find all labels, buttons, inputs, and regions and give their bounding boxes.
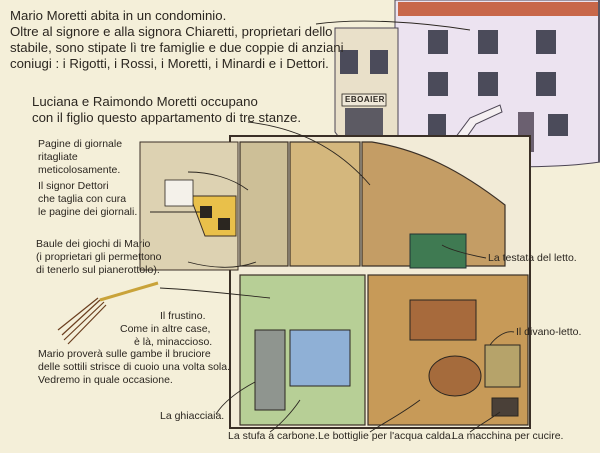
apartment-line-1: Luciana e Raimondo Moretti occupano [32, 94, 258, 109]
label-signor-dettori: Il signor Dettori che taglia con cura le… [38, 180, 137, 219]
label-mario-line-1: Mario proverà sulle gambe il bruciore [38, 348, 211, 360]
stove [254, 329, 286, 411]
label-baule-line-2: (i proprietari gli permettono [36, 251, 162, 263]
label-frustino-line-2: Come in altre case, [120, 323, 211, 335]
label-dettori-line-1: Il signor Dettori [38, 180, 109, 192]
label-testata-letto: La testata del letto. [488, 252, 577, 264]
leader-lines [150, 20, 515, 433]
label-pagine-line-3: meticolosamente. [38, 164, 121, 176]
label-dettori-line-2: che taglia con cura [38, 193, 127, 205]
label-frustino-line-3: è là, minaccioso. [134, 336, 213, 348]
intro-paragraph: Mario Moretti abita in un condominio. Ol… [10, 8, 390, 72]
label-frustino: Il frustino. Come in altre case, è là, m… [120, 310, 240, 349]
sewing-machine [491, 397, 519, 417]
whip [57, 281, 159, 345]
dining-table [409, 299, 477, 341]
shop-sign [341, 93, 387, 107]
label-ghiacciaia: La ghiacciaia. [160, 410, 225, 422]
intro-line-3: stabile, sono stipate lì tre famiglie e … [10, 40, 344, 55]
apartment-cross-section [139, 135, 531, 429]
kitchen-table [289, 329, 351, 387]
label-baule-line-3: di tenerlo sul pianerottolo). [36, 264, 160, 276]
apartment-line-2: con il figlio questo appartamento di tre… [32, 110, 302, 125]
intro-line-4: coniugi : i Rigotti, i Rossi, i Moretti,… [10, 56, 329, 71]
neighbour-building [334, 27, 399, 161]
label-bottiglie-acqua: Le bottiglie per l'acqua calda. [318, 430, 454, 442]
intro-line-2: Oltre al signore e alla signora Chiarett… [10, 24, 333, 39]
intro-line-1: Mario Moretti abita in un condominio. [10, 8, 227, 23]
label-mario-bruciore: Mario proverà sulle gambe il bruciore de… [38, 348, 230, 387]
apartment-paragraph: Luciana e Raimondo Moretti occupano con … [32, 94, 332, 126]
label-dettori-line-3: le pagine dei giornali. [38, 206, 138, 218]
sofa-bed [484, 344, 521, 388]
shop-sign-text: EBOAIER [345, 95, 385, 104]
label-pagine-giornale: Pagine di giornale ritagliate meticolosa… [38, 138, 122, 177]
label-baule-giochi: Baule dei giochi di Mario (i proprietari… [36, 238, 161, 277]
roof [398, 2, 600, 16]
label-pagine-line-2: ritagliate [38, 151, 78, 163]
label-divano-letto: Il divano-letto. [516, 326, 582, 338]
label-stufa-carbone: La stufa a carbone. [228, 430, 318, 442]
label-pagine-line-1: Pagine di giornale [38, 138, 123, 150]
label-macchina-cucire: La macchina per cucire. [452, 430, 564, 442]
label-baule-line-1: Baule dei giochi di Mario [36, 238, 151, 250]
label-mario-line-3: Vedremo in quale occasione. [38, 374, 173, 386]
label-mario-line-2: delle sottili strisce di cuoio una volta… [38, 361, 231, 373]
round-table [428, 355, 482, 397]
label-frustino-line-1: Il frustino. [160, 310, 206, 322]
